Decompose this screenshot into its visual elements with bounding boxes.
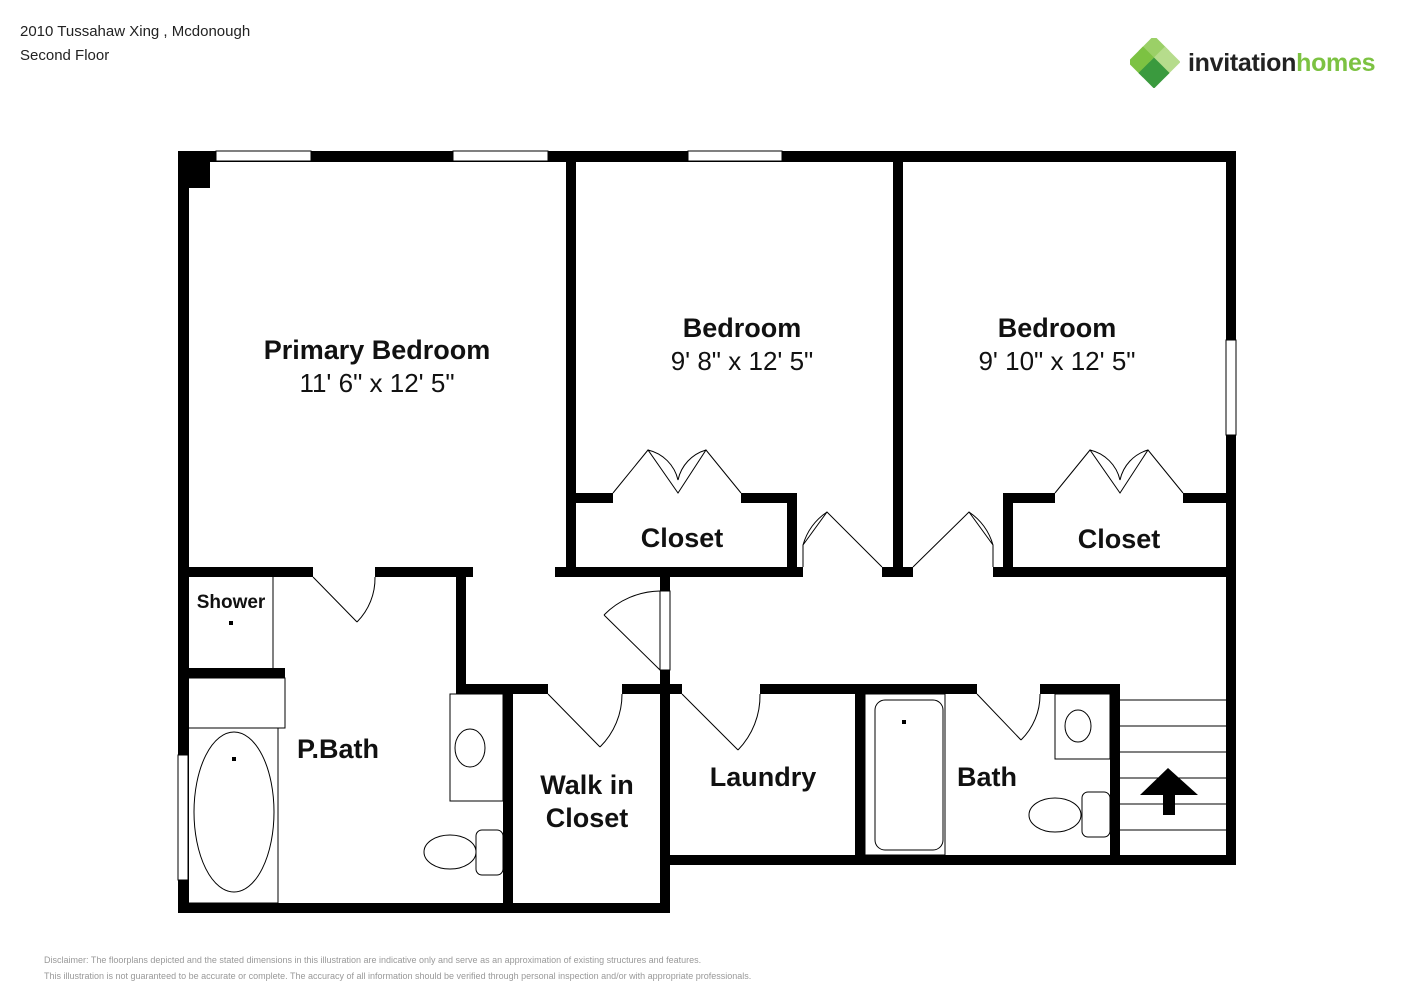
floor-label: Second Floor [20, 47, 110, 64]
door-swing [312, 576, 376, 623]
logo-mark-icon [1130, 38, 1180, 88]
plan-mark [187, 727, 279, 904]
plan-mark [613, 492, 741, 504]
toilet-icon [1028, 797, 1082, 833]
wall-hall-stub [660, 577, 670, 591]
room-name-primary-bedroom: Primary Bedroom [264, 335, 491, 365]
vanity [1054, 693, 1111, 760]
wall-walkin-west [503, 684, 513, 913]
plan-mark [902, 720, 906, 724]
wall-primary-bed2 [566, 151, 576, 577]
plan-mark [803, 566, 882, 578]
door-opening [313, 566, 375, 578]
disclaimer-line-2: This illustration is not guaranteed to b… [44, 971, 752, 981]
plan-mark [475, 829, 504, 876]
corner-column [178, 151, 210, 188]
openings [177, 150, 1237, 881]
room-dims-bedroom2: 9' 8" x 12' 5" [671, 346, 814, 376]
wall-right [1226, 151, 1236, 865]
window [177, 754, 189, 881]
plan-mark [913, 566, 993, 578]
wall-bottom-left [178, 903, 670, 913]
room-dims-bedroom3: 9' 10" x 12' 5" [978, 346, 1135, 376]
wall-shower-south [188, 668, 285, 678]
markers [229, 621, 1198, 815]
room-name-closet3: Closet [1078, 524, 1161, 554]
wall-closet2-side [787, 493, 797, 577]
sink-icon [1064, 709, 1092, 743]
room-name-pbath: P.Bath [297, 734, 379, 764]
room-name-laundry: Laundry [710, 762, 817, 792]
fixtures [187, 577, 1226, 904]
room-name-bath: Bath [957, 762, 1017, 792]
wall-bath-stairs [1110, 684, 1120, 865]
plan-mark [547, 693, 623, 748]
room-name-walkin-2: Closet [546, 803, 629, 833]
wall-laundry-bath [855, 684, 865, 865]
window [687, 150, 783, 162]
plan-mark [548, 683, 622, 695]
plan-mark [229, 621, 233, 625]
disclaimer-line-1: Disclaimer: The floorplans depicted and … [44, 955, 702, 965]
plan-mark [976, 693, 1041, 741]
stairs-up-arrow-icon [1140, 768, 1198, 815]
wall-walkin-east [660, 670, 670, 913]
wall-bottom-right [660, 855, 1236, 865]
bathtub-icon [874, 699, 944, 851]
room-name-shower: Shower [197, 592, 266, 613]
bathtub-icon [193, 731, 275, 893]
plan-mark [1054, 449, 1184, 494]
doors [312, 449, 1184, 751]
wall-left [178, 151, 189, 913]
vanity [449, 693, 504, 802]
room-name-walkin-1: Walk in [540, 770, 634, 800]
plan-mark [659, 590, 671, 671]
plan-mark [232, 757, 236, 761]
logo-word-homes: homes [1296, 48, 1376, 77]
plan-mark [912, 511, 994, 568]
invitation-homes-logo: invitationhomes [1130, 38, 1376, 88]
plan-mark [1055, 492, 1183, 504]
window [215, 150, 312, 162]
room-labels: Primary Bedroom 11' 6" x 12' 5" Bedroom … [197, 313, 1161, 833]
window [1225, 339, 1237, 436]
plan-mark [802, 511, 883, 568]
wall-closet3-side [1003, 493, 1013, 577]
sink-icon [454, 728, 486, 768]
property-address: 2010 Tussahaw Xing , Mcdonough [20, 23, 251, 40]
wall-pbath-hall [456, 567, 466, 694]
room-name-closet2: Closet [641, 523, 724, 553]
room-dims-primary-bedroom: 11' 6" x 12' 5" [299, 368, 454, 398]
plan-mark [603, 590, 661, 671]
toilet-icon [423, 834, 477, 870]
tub-deck [187, 677, 286, 729]
plan-mark [612, 449, 742, 494]
plan-mark [977, 683, 1040, 695]
wall-bed2-bed3 [893, 151, 903, 577]
plan-mark [1081, 791, 1111, 838]
wall-hall-south [456, 684, 1120, 694]
plan-mark [864, 693, 946, 856]
logo-word-invitation: invitation [1188, 48, 1297, 77]
window [452, 150, 549, 162]
plan-mark [681, 693, 761, 751]
plan-mark [682, 683, 760, 695]
room-name-bedroom2: Bedroom [683, 313, 802, 343]
room-name-bedroom3: Bedroom [998, 313, 1117, 343]
wall-bedrooms-south [555, 567, 1236, 577]
